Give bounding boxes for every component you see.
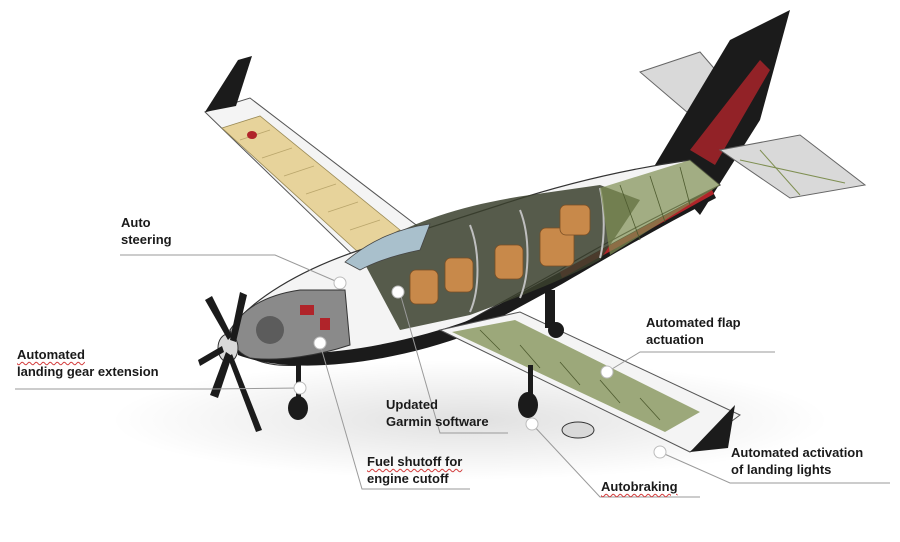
callout-line: Automated flap xyxy=(646,315,741,330)
callout-line: landing gear extension xyxy=(17,364,159,379)
callout-line: Fuel shutoff for xyxy=(367,454,463,469)
callout-flap-actuation: Automated flap actuation xyxy=(646,314,741,348)
leader-autobraking xyxy=(531,423,700,498)
callout-line: Automated xyxy=(17,347,85,362)
callout-garmin: Updated Garmin software xyxy=(386,396,489,430)
marker-landing-lights xyxy=(653,445,667,459)
callout-line: Autobraking xyxy=(601,479,678,494)
callout-line: of landing lights xyxy=(731,462,832,477)
callout-line: Automated activation xyxy=(731,445,864,460)
callout-line: Auto xyxy=(121,215,151,230)
callout-line: engine cutoff xyxy=(367,471,449,486)
callout-fuel-shutoff: Fuel shutoff for engine cutoff xyxy=(367,453,462,487)
marker-garmin xyxy=(391,285,405,299)
leader-landing-lights xyxy=(659,451,890,484)
marker-autobraking xyxy=(525,417,539,431)
leader-auto-steering xyxy=(120,254,341,284)
leader-flap-actuation xyxy=(606,351,775,373)
callout-line: Updated xyxy=(386,397,438,412)
callout-autobraking: Autobraking xyxy=(601,478,678,495)
leader-garmin xyxy=(399,292,508,434)
right-wing xyxy=(438,311,741,453)
marker-flap-actuation xyxy=(600,365,614,379)
leader-fuel-shutoff xyxy=(319,343,470,490)
callout-line: steering xyxy=(121,232,172,247)
leader-landing-gear xyxy=(15,387,301,390)
callout-landing-gear: Automated landing gear extension xyxy=(17,346,159,380)
callout-line: Garmin software xyxy=(386,414,489,429)
marker-landing-gear xyxy=(293,381,307,395)
marker-fuel-shutoff xyxy=(313,336,327,350)
propeller xyxy=(198,292,262,432)
callout-auto-steering: Auto steering xyxy=(121,214,172,248)
fuselage xyxy=(229,159,722,367)
marker-auto-steering xyxy=(333,276,347,290)
callout-landing-lights: Automated activation of landing lights xyxy=(731,444,863,478)
callout-line: actuation xyxy=(646,332,704,347)
left-wing xyxy=(204,56,421,263)
